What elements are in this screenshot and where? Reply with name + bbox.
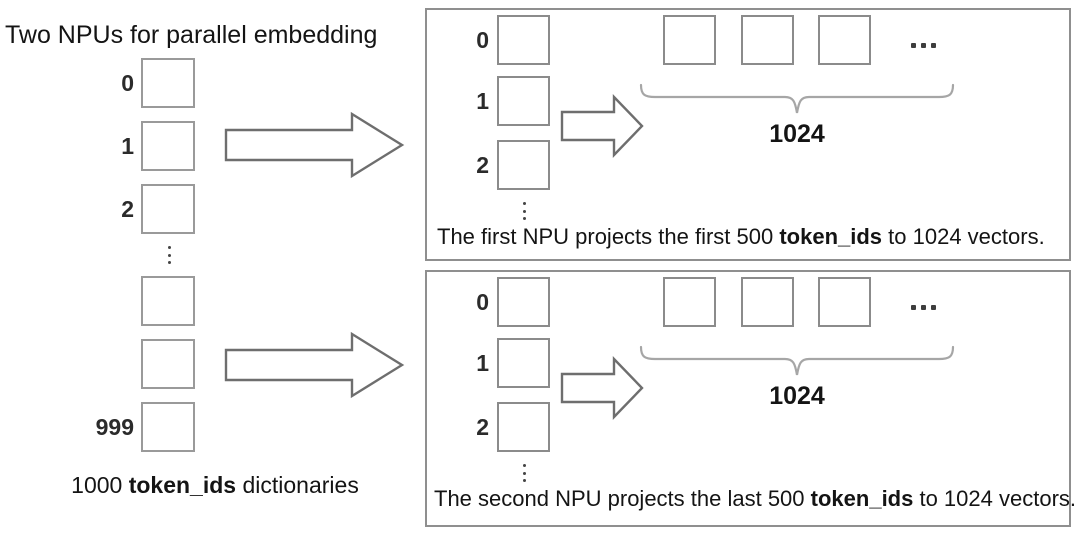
npu2-projection-arrow [560,356,644,420]
npu2-caption: The second NPU projects the last 500 tok… [434,485,1076,513]
npu2-brace [637,343,957,384]
dict-box-998 [141,339,195,389]
npu2-vector-box-2 [818,277,871,327]
flow-arrow-to-npu-1 [224,111,405,179]
right-block-arrow-icon [560,94,644,158]
curly-brace-icon [639,83,955,114]
curly-brace-icon [639,345,955,376]
npu1-caption-prefix: The first NPU projects the first 500 [437,224,780,249]
left-caption-bold: token_ids [128,472,237,498]
dict-row-index-1: 1 [121,133,134,159]
dict-box-2 [141,184,195,234]
left-caption-prefix: 1000 [71,472,129,498]
npu1-token-box-0 [497,15,550,65]
npu2-caption-bold: token_ids [810,486,914,511]
flow-arrow-to-npu-2 [224,331,405,399]
npu2-caption-prefix: The second NPU projects the last 500 [434,486,811,511]
npu1-caption-bold: token_ids [779,224,883,249]
npu1-token-index-2: 2 [476,152,489,178]
npu1-projection-arrow [560,94,644,158]
npu1-horizontal-ellipsis-icon [911,43,936,48]
npu1-vector-box-0 [663,15,716,65]
npu2-token-index-1: 1 [476,350,489,376]
dict-box-999 [141,402,195,452]
npu2-caption-suffix: to 1024 vectors. [913,486,1077,511]
right-block-arrow-icon [224,111,405,179]
right-block-arrow-icon [560,356,644,420]
page-title: Two NPUs for parallel embedding [5,21,378,49]
npu1-caption-suffix: to 1024 vectors. [882,224,1045,249]
npu1-token-index-1: 1 [476,88,489,114]
npu2-horizontal-ellipsis-icon [911,305,936,310]
npu2-brace-label: 1024 [769,382,825,410]
npu2-token-index-2: 2 [476,414,489,440]
left-caption-suffix: dictionaries [236,472,359,498]
right-block-arrow-icon [224,331,405,399]
dict-row-index-999: 999 [95,414,134,440]
npu2-token-index-0: 0 [476,289,489,315]
npu1-vector-box-1 [741,15,794,65]
npu1-token-box-2 [497,140,550,190]
npu1-brace-label: 1024 [769,120,825,148]
dict-row-index-2: 2 [121,196,134,222]
dict-box-997 [141,276,195,326]
npu2-vertical-ellipsis-icon [521,464,527,482]
npu1-vector-box-2 [818,15,871,65]
dict-box-0 [141,58,195,108]
npu2-token-box-2 [497,402,550,452]
npu-panel-1: 0 1 2 1024 The first NPU projects the fi… [425,8,1071,261]
npu1-brace [637,81,957,122]
npu2-vector-box-0 [663,277,716,327]
npu2-vector-box-1 [741,277,794,327]
dict-box-1 [141,121,195,171]
npu-panel-2: 0 1 2 1024 The second NPU projects the l… [425,270,1076,527]
npu1-token-box-1 [497,76,550,126]
dict-row-index-0: 0 [121,70,134,96]
vertical-ellipsis-icon [166,246,172,264]
npu1-vertical-ellipsis-icon [521,202,527,220]
npu1-caption: The first NPU projects the first 500 tok… [437,223,1045,251]
left-caption: 1000 token_ids dictionaries [0,470,430,500]
npu1-token-index-0: 0 [476,27,489,53]
npu2-token-box-0 [497,277,550,327]
npu2-token-box-1 [497,338,550,388]
